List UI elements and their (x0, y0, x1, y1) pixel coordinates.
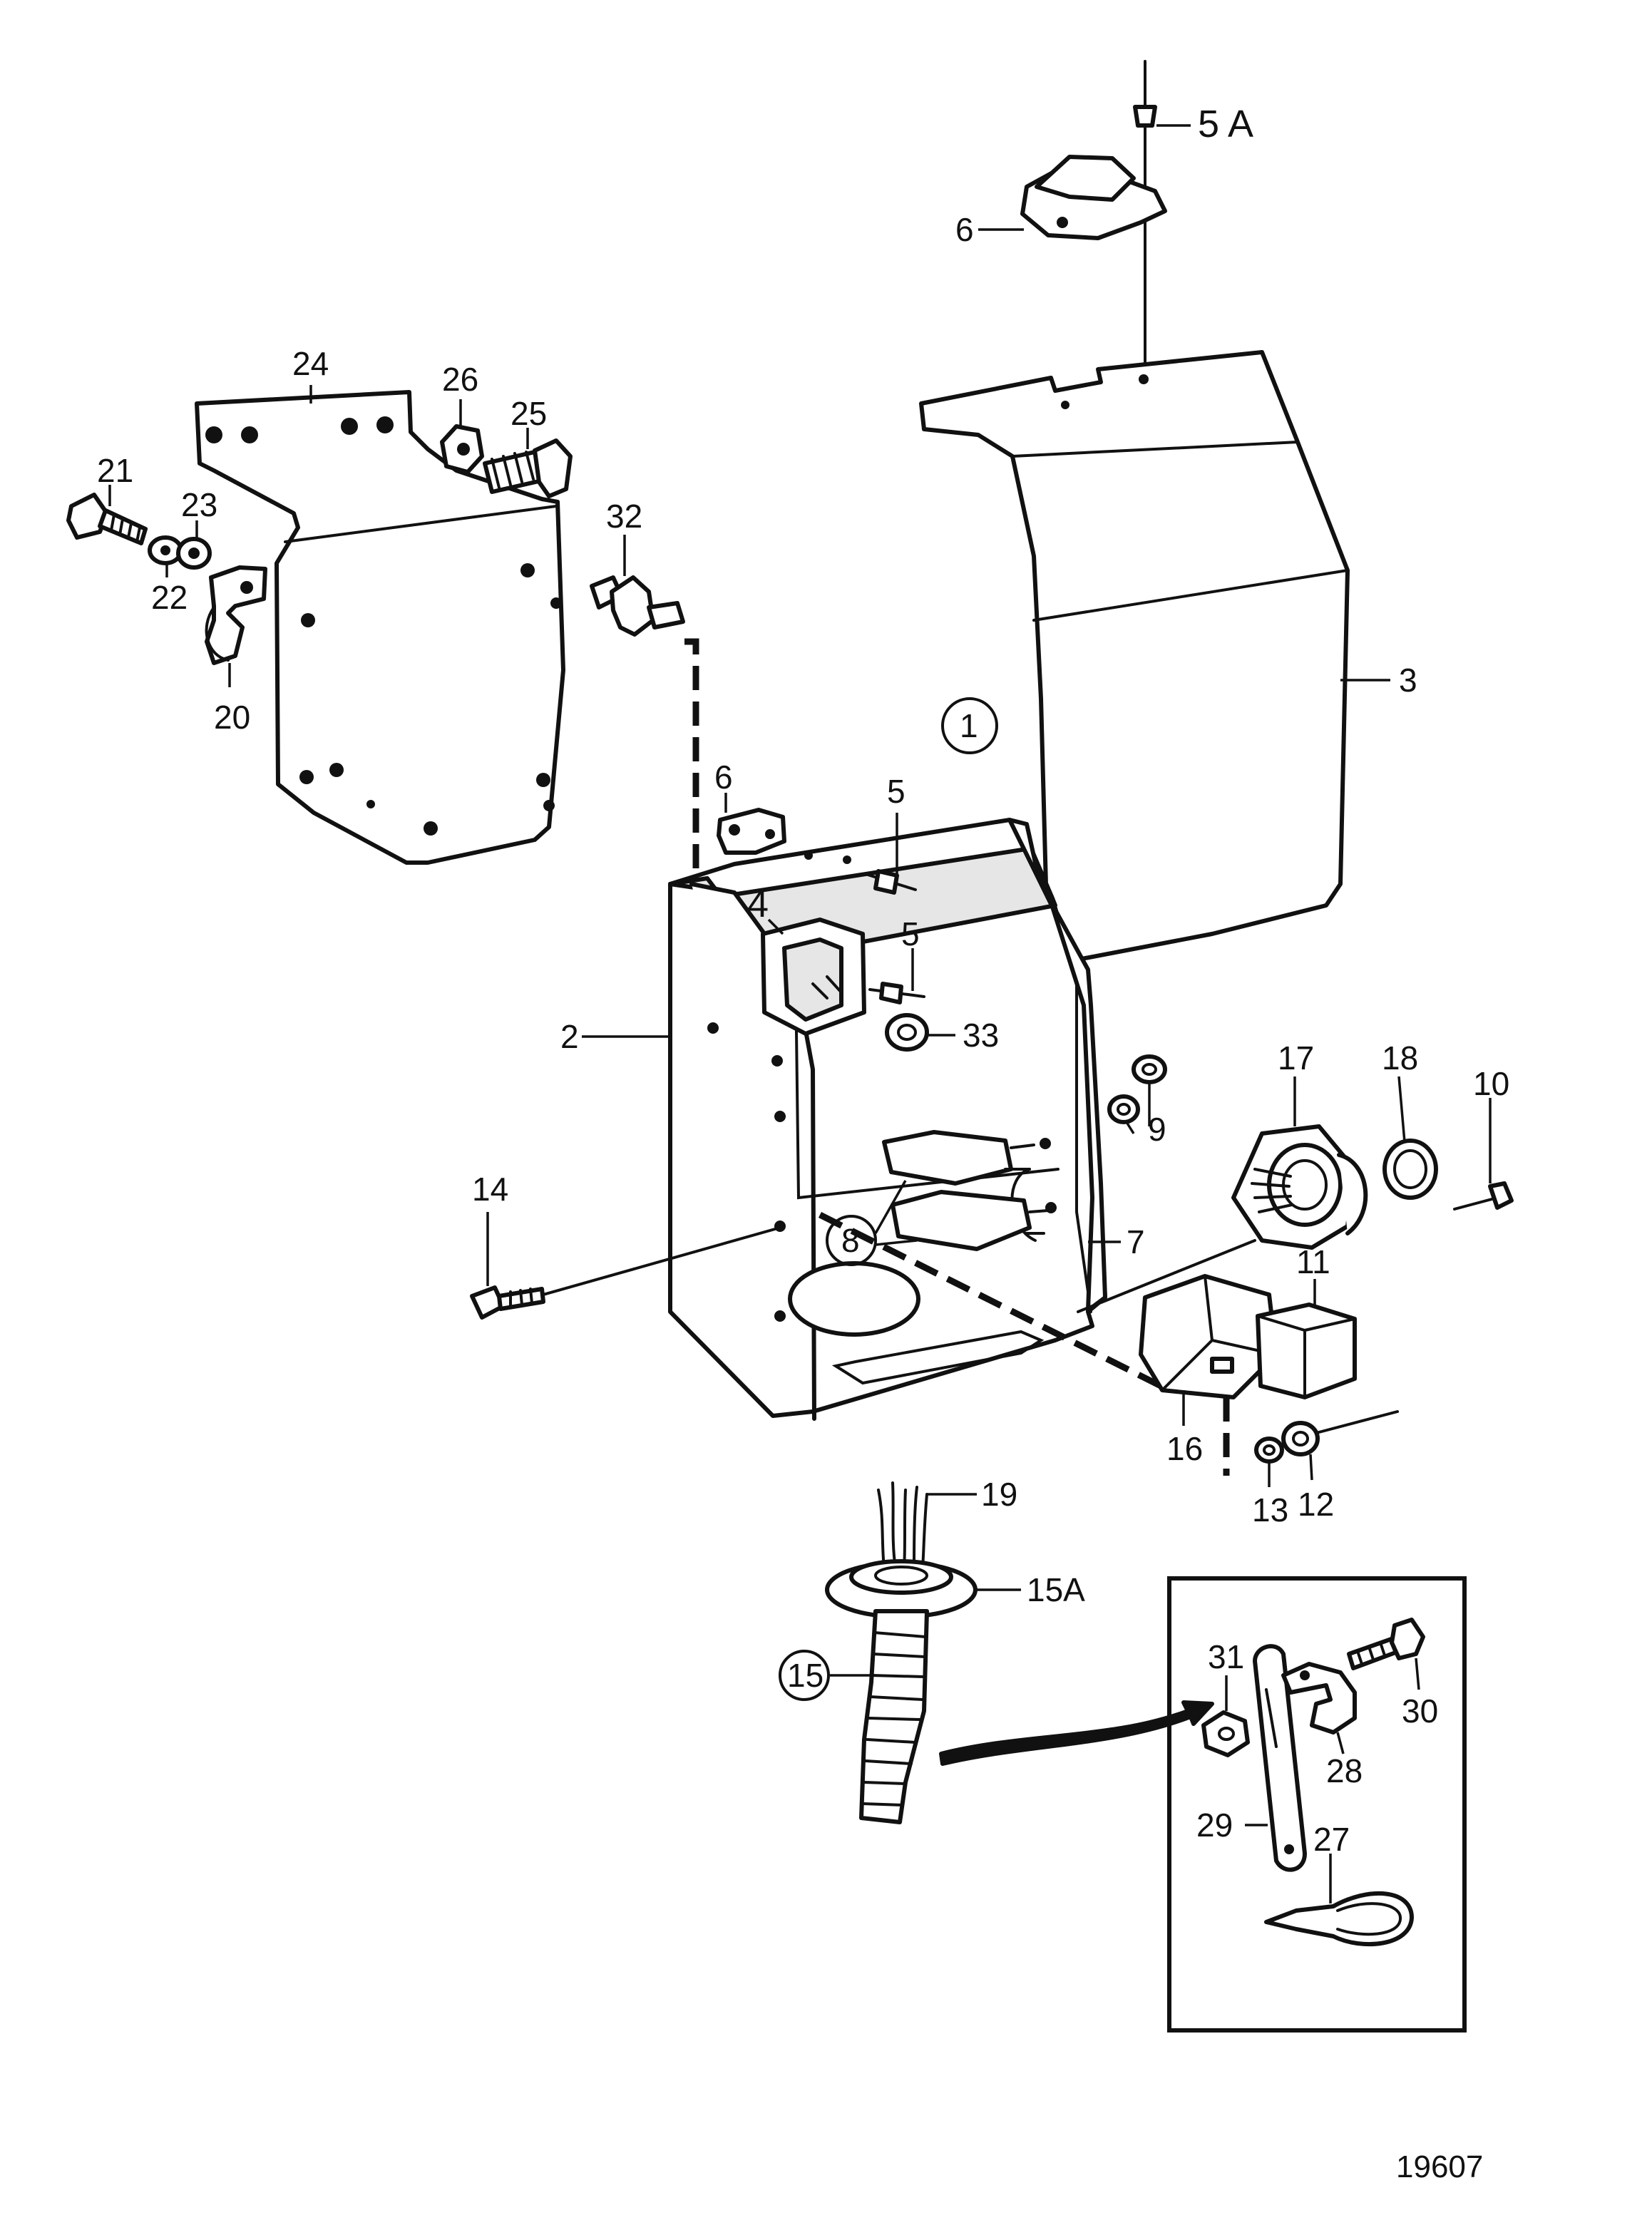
latch-6-top (978, 155, 1167, 240)
callout-20: 20 (214, 699, 250, 736)
assembly-line-32 (684, 638, 699, 891)
switch-4 (761, 918, 866, 1036)
nut-31 (1201, 1675, 1250, 1757)
callout-13: 13 (1252, 1491, 1288, 1528)
o-ring-18 (1382, 1076, 1438, 1200)
back-panel-24 (195, 385, 565, 865)
housing-lip-7 (1007, 818, 1121, 1312)
callout-21: 21 (97, 452, 133, 489)
relay-11 (1256, 1279, 1357, 1399)
nut-guide-line (1315, 1410, 1399, 1434)
wires-19 (877, 1481, 977, 1570)
callout-26: 26 (442, 361, 478, 398)
housing-2 (582, 818, 1107, 1421)
callout-30: 30 (1402, 1692, 1438, 1730)
callout-5-lower: 5 (901, 915, 920, 952)
callout-7: 7 (1127, 1223, 1145, 1260)
callout-32: 32 (606, 498, 642, 535)
screw-14 (470, 1212, 781, 1320)
callout-11: 11 (1296, 1243, 1330, 1280)
detail-arrow (939, 1700, 1214, 1766)
callout-24: 24 (292, 345, 329, 382)
callout-4: 4 (747, 883, 769, 925)
callout-15: 15 (787, 1657, 824, 1694)
callout-10: 10 (1473, 1065, 1509, 1102)
assembly-line-16 (818, 1211, 1171, 1394)
callout-2: 2 (560, 1018, 579, 1055)
module-8-upper (882, 1130, 1051, 1186)
module-8-lower (891, 1190, 1057, 1251)
cable-tie-27 (1264, 1854, 1414, 1947)
grommet-15a (825, 1559, 1021, 1619)
callout-22: 22 (151, 579, 188, 616)
callout-18: 18 (1382, 1039, 1418, 1076)
bolt-21 (66, 485, 148, 545)
bolt-25 (483, 428, 573, 498)
nut-33 (885, 1013, 955, 1052)
callout-15a: 15A (1027, 1571, 1085, 1608)
screw-30 (1347, 1618, 1425, 1690)
callout-6-top: 6 (955, 211, 974, 248)
washer-26 (440, 399, 484, 474)
strip-29 (1245, 1644, 1307, 1872)
harness-15 (830, 1609, 929, 1824)
callout-3: 3 (1399, 662, 1417, 699)
callout-17: 17 (1278, 1039, 1314, 1076)
callout-6-mid: 6 (714, 759, 733, 796)
washer-13 (1254, 1437, 1284, 1487)
relay-base-16 (1139, 1274, 1278, 1426)
washer-23 (176, 520, 212, 570)
leader-8 (874, 1180, 918, 1246)
callout-23: 23 (181, 486, 217, 523)
callout-9: 9 (1148, 1111, 1166, 1148)
circled-label-1 (941, 697, 998, 754)
callout-1: 1 (960, 707, 978, 744)
callout-12: 12 (1298, 1486, 1334, 1523)
callout-28: 28 (1326, 1752, 1363, 1789)
latch-6-mid (717, 793, 786, 855)
callout-5a: 5 A (1198, 103, 1253, 145)
clamp-28 (1281, 1662, 1357, 1754)
nut-12 (1281, 1421, 1320, 1481)
callout-31: 31 (1208, 1638, 1244, 1675)
callout-29: 29 (1196, 1807, 1233, 1844)
callout-33: 33 (963, 1017, 999, 1054)
callout-27: 27 (1313, 1821, 1350, 1858)
spacer-32 (590, 535, 685, 637)
clamp-20 (205, 565, 267, 687)
circled-label-8 (826, 1215, 877, 1266)
callout-8: 8 (841, 1222, 860, 1259)
screw-10 (1453, 1098, 1514, 1211)
nuts-9 (1107, 1054, 1167, 1134)
callout-5-upper: 5 (887, 773, 905, 810)
pin-5-upper (864, 813, 917, 895)
detail-inset-frame (1167, 1576, 1467, 2033)
callout-14: 14 (472, 1171, 508, 1208)
callout-19: 19 (981, 1476, 1017, 1513)
connector-guide-line (1077, 1239, 1256, 1313)
cover-3 (919, 350, 1390, 967)
washer-22 (148, 535, 183, 577)
callout-16: 16 (1166, 1430, 1203, 1467)
callout-25: 25 (511, 395, 547, 432)
circled-label-15 (779, 1650, 830, 1701)
figure-number: 19607 (1396, 2149, 1483, 2184)
pin-5a (1133, 60, 1191, 365)
connector-17 (1231, 1076, 1368, 1250)
pin-5-lower (868, 948, 925, 1004)
